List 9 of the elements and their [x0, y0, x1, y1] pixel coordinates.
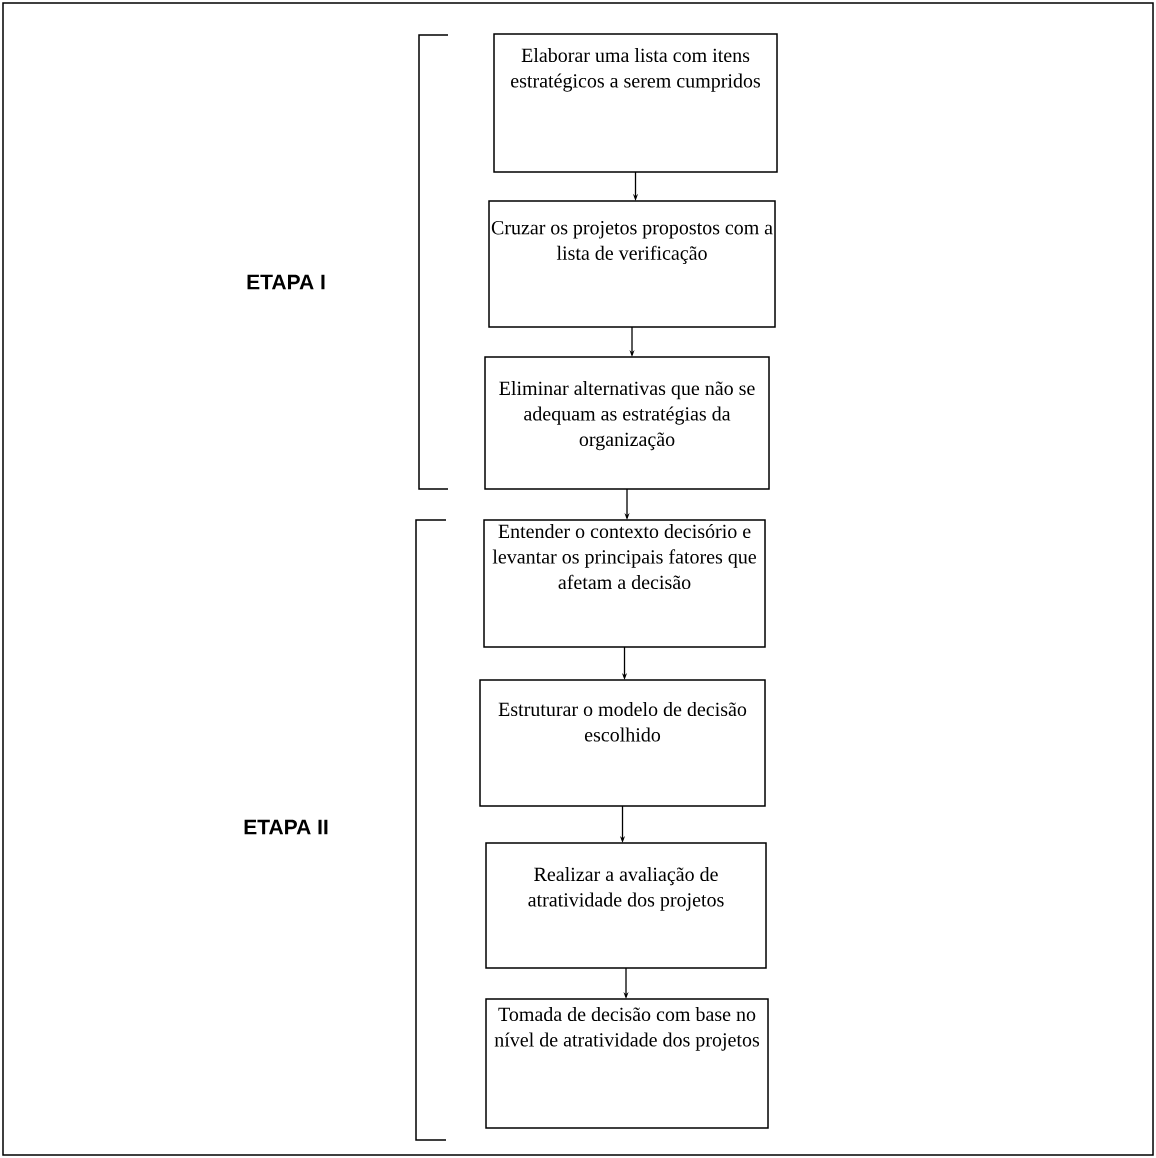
process-box: Entender o contexto decisório e levantar os principais fatores que afetam a decisão	[483, 519, 766, 648]
process-box: Eliminar alternativas que não se adequam as estratégias da organização	[484, 356, 770, 490]
stage-label: ETAPA I	[247, 274, 325, 290]
process-box: Tomada de decisão com base no nível de atratividade dos projetos	[485, 998, 769, 1129]
process-box: Realizar a avaliação de atratividade dos projetos	[485, 842, 767, 969]
process-box: Elaborar uma lista com itens estratégicos a serem cumpridos	[493, 33, 778, 173]
process-box: Cruzar os projetos propostos com a lista de verificação	[488, 200, 776, 328]
stage-label: ETAPA II	[244, 819, 328, 835]
process-box: Estruturar o modelo de decisão escolhido	[479, 679, 766, 807]
